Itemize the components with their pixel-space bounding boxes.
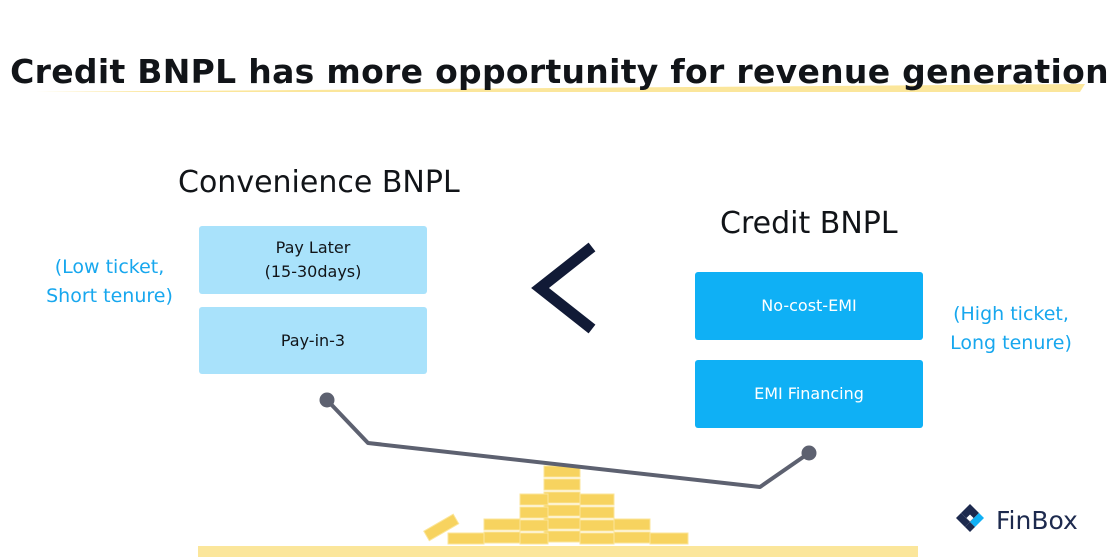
balance-scale-icon [319, 392, 817, 489]
title-highlight [30, 84, 1085, 92]
low-ticket-note-line2: Short tenure) [46, 285, 173, 307]
low-ticket-note: (Low ticket, Short tenure) [42, 253, 177, 311]
no-cost-emi-box: No-cost-EMI [695, 272, 923, 340]
emi-financing-label: EMI Financing [754, 384, 864, 403]
pay-in-3-label: Pay-in-3 [280, 330, 346, 350]
finbox-brand: FinBox [952, 502, 1078, 538]
pay-later-box: Pay Later (15-30days) [199, 226, 427, 294]
pay-in-3-box: Pay-in-3 [199, 307, 427, 374]
high-ticket-note-line2: Long tenure) [950, 332, 1072, 354]
brand-name: FinBox [996, 505, 1078, 535]
convenience-bnpl-heading: Convenience BNPL [178, 165, 460, 200]
page-title: Credit BNPL has more opportunity for rev… [10, 52, 1109, 91]
high-ticket-note: (High ticket, Long tenure) [944, 300, 1078, 358]
pay-later-duration: (15-30days) [264, 262, 362, 281]
less-than-icon [531, 242, 596, 334]
low-ticket-note-line1: (Low ticket, [54, 256, 165, 278]
title-block: Credit BNPL has more opportunity for rev… [0, 40, 1119, 100]
base-bar [198, 546, 918, 557]
finbox-logo-icon [956, 504, 984, 532]
pay-later-label: Pay Later [275, 238, 351, 257]
no-cost-emi-label: No-cost-EMI [761, 296, 857, 315]
coin-pile-icon [423, 465, 689, 545]
credit-bnpl-heading: Credit BNPL [720, 206, 898, 241]
emi-financing-box: EMI Financing [695, 360, 923, 428]
high-ticket-note-line1: (High ticket, [953, 303, 1069, 325]
